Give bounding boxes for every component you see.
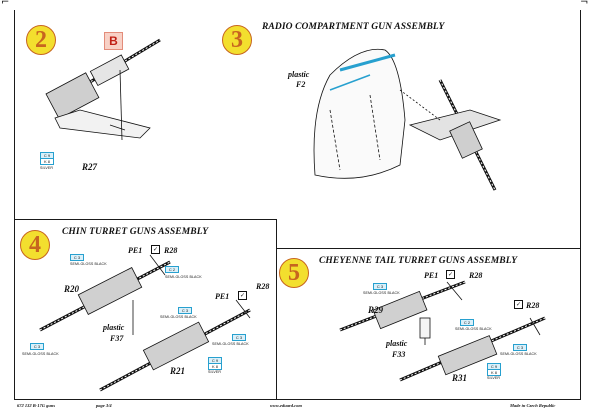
step4-pe1-checkbox-b: ✓ [238, 291, 247, 300]
step5-r28-label-b: R28 [526, 301, 540, 310]
step-4-number: 4 [20, 230, 50, 260]
frame-left [14, 10, 15, 400]
step4-color-d-name: SEMI-GLOSS BLACK [212, 342, 249, 346]
step4-color-a: C 3 [70, 254, 84, 261]
step4-color-b-code: C 2 [165, 266, 179, 273]
part-r20-label: R20 [64, 284, 80, 294]
step5-color-c-code: C 3 [513, 344, 527, 351]
step5-color-a-name: SEMI-GLOSS BLACK [363, 291, 400, 295]
step5-color-d: C 9 K 8 [487, 363, 501, 376]
step4-color-e-code-bottom: K 8 [208, 364, 222, 370]
step4-color-b-name: SEMI-GLOSS BLACK [165, 275, 202, 279]
step5-color-b: C 2 [460, 319, 474, 326]
step4-color-e-code-top: C 9 [208, 357, 222, 364]
step4-color-c-code: C 3 [178, 307, 192, 314]
step4-color-f-code: C 3 [30, 343, 44, 350]
step3-panel-drawing [313, 48, 406, 179]
footer-url[interactable]: www.eduard.com [270, 403, 302, 408]
step4-r28-label-a: R28 [164, 246, 178, 255]
section-divider-vertical [276, 219, 277, 399]
step5-r28-label-a: R28 [469, 271, 483, 280]
step5-pe1-checkbox-b: ✓ [514, 300, 523, 309]
step-5-title: CHEYENNE TAIL TURRET GUNS ASSEMBLY [319, 256, 518, 266]
footer-origin: Made in Czech Republic [510, 403, 556, 408]
step3-plastic-label: plastic [288, 70, 310, 79]
color-code-c9: C 9 [40, 152, 54, 159]
part-f33-label: F33 [392, 350, 406, 359]
step5-color-d-name: SILVER [487, 376, 501, 380]
step5-color-c: C 3 [513, 344, 527, 351]
step-5-number: 5 [279, 258, 309, 288]
frame-bottom [14, 399, 581, 400]
step2-color-swatch: C 9 K 8 [40, 152, 54, 165]
step5-color-a: C 3 [373, 283, 387, 290]
step5-color-d-code-bottom: K 8 [487, 370, 501, 376]
footer-product: 672 132 B-17G guns [17, 403, 56, 408]
step4-color-e-name: SILVER [208, 370, 222, 374]
step2-gun-drawing [45, 38, 161, 141]
step5-color-a-code: C 3 [373, 283, 387, 290]
step5-pe1-checkbox: ✓ [446, 270, 455, 279]
part-r29-label: R29 [368, 305, 384, 315]
step-2-number: 2 [26, 25, 56, 55]
step5-color-c-name: SEMI-GLOSS BLACK [500, 352, 537, 356]
step5-color-d-code-top: C 9 [487, 363, 501, 370]
part-f2-label: F2 [296, 80, 306, 89]
part-r31-label: R31 [452, 373, 468, 383]
part-r27-label: R27 [82, 162, 98, 172]
step3-gun-drawing [399, 79, 502, 191]
step4-plastic-label: plastic [103, 323, 125, 332]
step5-plastic-label: plastic [386, 339, 408, 348]
step4-color-e: C 9 K 8 [208, 357, 222, 370]
section-divider-horizontal [14, 219, 277, 220]
section-divider-right [276, 248, 581, 249]
part-r21-label: R21 [170, 366, 186, 376]
step4-color-f: C 3 [30, 343, 44, 350]
part-f37-label: F37 [110, 334, 124, 343]
step5-pe1-label: PE1 [424, 271, 439, 280]
step4-color-c-name: SEMI-GLOSS BLACK [160, 315, 197, 319]
color-name-silver: SILVER [40, 166, 54, 170]
footer-page: page 3/4 [96, 403, 112, 408]
variant-b-badge: B [104, 32, 123, 50]
step-4-title: CHIN TURRET GUNS ASSEMBLY [62, 227, 209, 237]
step5-guns-drawing [339, 280, 546, 382]
step-3-number: 3 [222, 25, 252, 55]
step4-r28-label-b: R28 [256, 282, 270, 291]
step4-color-a-code: C 3 [70, 254, 84, 261]
step4-guns-drawing [39, 254, 251, 392]
step4-color-a-name: SEMI-GLOSS BLACK [70, 262, 107, 266]
color-code-k8: K 8 [40, 159, 54, 165]
top-right-cut-mark: ¬ [580, 0, 589, 8]
step-3-title: RADIO COMPARTMENT GUN ASSEMBLY [262, 22, 445, 32]
step4-color-f-name: SEMI-GLOSS BLACK [22, 352, 59, 356]
top-left-cut-mark: ⌐ [1, 0, 10, 8]
frame-right [580, 10, 581, 400]
step4-color-d: C 3 [232, 334, 246, 341]
step4-pe1-checkbox-a: ✓ [151, 245, 160, 254]
step5-color-b-code: C 2 [460, 319, 474, 326]
step4-color-c: C 3 [178, 307, 192, 314]
step4-color-d-code: C 3 [232, 334, 246, 341]
step4-color-b: C 2 [165, 266, 179, 273]
step4-pe1-label-b: PE1 [215, 292, 230, 301]
step5-color-b-name: SEMI-GLOSS BLACK [455, 327, 492, 331]
step4-pe1-label-a: PE1 [128, 246, 143, 255]
